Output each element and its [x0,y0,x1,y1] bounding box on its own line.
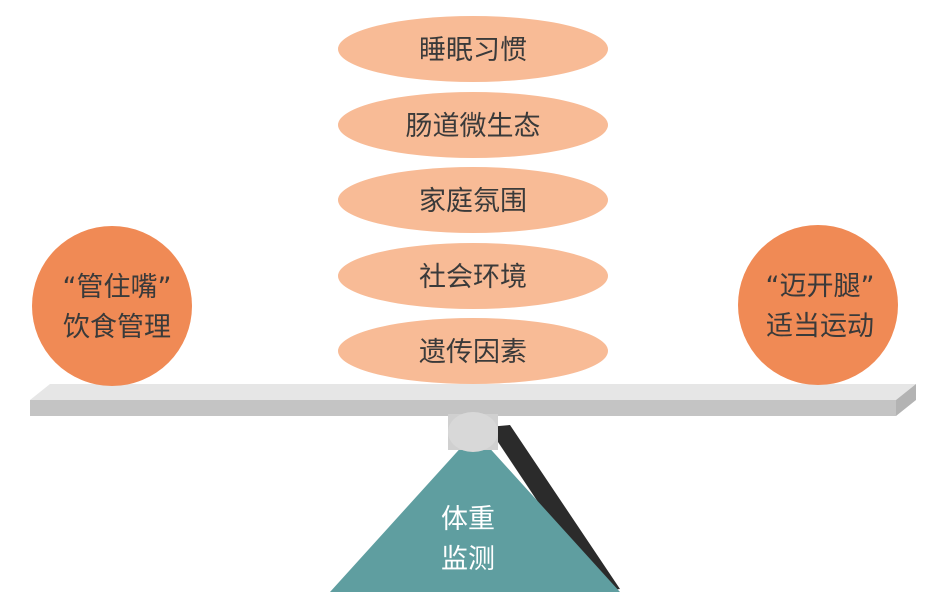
right-weight-line2: 适当运动 [766,311,874,342]
right-weight-ball: “迈开腿” 适当运动 [738,225,898,385]
pivot-end [448,412,498,452]
factor-ellipse-shape [338,318,608,384]
factor-label: 遗传因素 [419,337,527,368]
factor-ellipse-shape [338,167,608,233]
factor-ellipse-5: 遗传因素 [338,318,608,384]
factor-label: 睡眠习惯 [419,35,527,66]
beam-top-face [30,384,916,400]
factor-ellipse-shape [338,92,608,158]
factor-ellipse-2: 肠道微生态 [338,92,608,158]
seesaw-beam [30,384,916,416]
right-weight-line1: “迈开腿” [766,271,875,302]
right-weight-circle [738,225,898,385]
fulcrum-triangle [330,432,620,592]
beam-side-face [896,384,916,416]
left-weight-ball: “管住嘴” 饮食管理 [32,226,192,386]
beam-front-face [30,400,896,416]
factor-stack: 睡眠习惯 肠道微生态 家庭氛围 社会环境 遗传因素 [338,16,608,384]
factor-label: 肠道微生态 [406,111,541,142]
factor-label: 社会环境 [419,262,527,293]
left-weight-line2: 饮食管理 [63,312,171,343]
factor-ellipse-shape [338,243,608,309]
pivot-cylinder [448,412,498,452]
left-weight-circle [32,226,192,386]
fulcrum-label-line2: 监测 [441,544,495,575]
factor-label: 家庭氛围 [419,186,527,217]
factor-ellipse-4: 社会环境 [338,243,608,309]
factor-ellipse-3: 家庭氛围 [338,167,608,233]
fulcrum-label-line1: 体重 [441,504,495,535]
left-weight-line1: “管住嘴” [63,272,172,303]
fulcrum-shadow [488,425,620,592]
factor-ellipse-1: 睡眠习惯 [338,16,608,82]
factor-ellipse-shape [338,16,608,82]
